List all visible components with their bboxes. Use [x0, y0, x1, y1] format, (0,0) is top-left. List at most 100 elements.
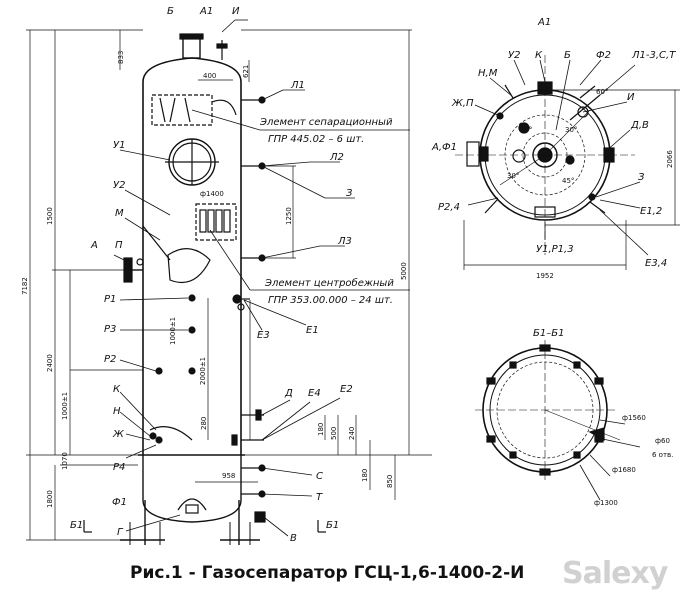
- centrifugal-elements: [195, 203, 237, 241]
- plan-label-k: К: [535, 50, 543, 61]
- dim-833: 833: [117, 51, 125, 64]
- plan-angle-30a: 30°: [520, 126, 532, 134]
- plan-label-y1p13: У1,Р1,3: [536, 244, 574, 255]
- plan-label-l13ct: Л1-3,С,Т: [631, 50, 676, 61]
- dimension-lines-left: [26, 29, 432, 541]
- section-d1300: ф1300: [594, 499, 618, 507]
- plan-label-e12: Е1,2: [640, 206, 662, 217]
- label-y2: У2: [113, 180, 125, 191]
- plan-angle-30b: 30°: [565, 126, 577, 134]
- instrument-points: [149, 294, 196, 444]
- dim-500: 500: [330, 427, 338, 440]
- label-b1-right: Б1: [326, 520, 339, 531]
- section-d1680: ф1680: [612, 466, 636, 474]
- section-d60: ф60: [655, 437, 670, 445]
- label-r2: Р2: [104, 354, 116, 365]
- plan-angle-45: 45°: [562, 177, 574, 185]
- dim-1952: 1952: [536, 272, 554, 280]
- dim-850: 850: [386, 475, 394, 488]
- label-m: М: [115, 208, 124, 219]
- label-f1: Ф1: [112, 497, 127, 508]
- section-title: Б1–Б1: [533, 328, 564, 339]
- plan-label-b: Б: [564, 50, 571, 61]
- label-g: Г: [117, 527, 124, 538]
- plan-label-y2: У2: [508, 50, 520, 61]
- label-l2: Л2: [329, 152, 344, 163]
- label-k: К: [113, 384, 121, 395]
- plan-angle-60: 60°: [596, 88, 608, 96]
- element-notes: Элемент сепарационный ГПР 445.02 – 6 шт.…: [259, 117, 394, 306]
- plan-label-a1: A1: [537, 17, 551, 28]
- dim-400: 400: [203, 72, 216, 80]
- dim-1400: ф1400: [200, 190, 224, 198]
- label-e3: Е3: [257, 330, 270, 341]
- dim-280: 280: [200, 417, 208, 430]
- label-l1: Л1: [290, 80, 305, 91]
- section-holes: 6 отв.: [652, 451, 673, 459]
- label-d: Д: [284, 388, 293, 399]
- nozzle-a-p: [123, 257, 144, 283]
- label-y1: У1: [113, 140, 125, 151]
- manhole-y1: [165, 138, 219, 186]
- plan-angle-30c: 30°: [507, 172, 519, 180]
- dim-621: 621: [242, 65, 250, 78]
- side-view-labels: Б A1 И Л1 Л2 Л3 З У1 У2 М А П Р1 Р3 Р2 К…: [70, 6, 353, 544]
- label-r1: Р1: [104, 294, 116, 305]
- label-r3: Р3: [104, 324, 116, 335]
- label-p: П: [115, 240, 123, 251]
- label-n: Н: [113, 406, 121, 417]
- label-v: В: [290, 533, 297, 544]
- label-r4: Р4: [113, 462, 125, 473]
- dim-1250: 1250: [285, 207, 293, 225]
- dim-2400: 2400: [46, 354, 54, 372]
- note-centr-element: Элемент центробежный: [264, 277, 394, 289]
- label-s: С: [316, 471, 323, 482]
- label-l3: Л3: [337, 236, 352, 247]
- section-view: [475, 340, 641, 501]
- label-e4: Е4: [308, 388, 321, 399]
- section-markers: [83, 520, 326, 533]
- separation-elements: [151, 94, 237, 126]
- figure-caption: Рис.1 - Газосепаратор ГСЦ-1,6-1400-2-И: [130, 563, 525, 583]
- plan-label-i: И: [627, 92, 635, 103]
- label-a: А: [90, 240, 98, 251]
- dimension-values: 833 400 621 7182 1500 ф1400 1250 5000 24…: [21, 51, 674, 508]
- plan-label-p24: Р2,4: [438, 202, 460, 213]
- label-i: И: [232, 6, 240, 17]
- dim-1500: 1500: [46, 207, 54, 225]
- dimension-lines-right: [195, 29, 412, 500]
- label-zh: Ж: [112, 429, 125, 440]
- watermark-logo: Salexy: [562, 556, 668, 591]
- section-d1560: ф1560: [622, 414, 646, 422]
- plan-label-af1: А,Ф1: [431, 142, 457, 153]
- dim-1000a: 1000±1: [61, 392, 69, 420]
- label-t: Т: [316, 492, 323, 503]
- plan-label-nm: Н,М: [478, 68, 498, 79]
- section-view-labels: Б1–Б1 ф1560 ф60 6 отв. ф1680 ф1300: [533, 328, 673, 507]
- plan-view: [455, 55, 680, 270]
- plan-label-e34: Е3,4: [645, 258, 667, 269]
- label-b: Б: [167, 6, 174, 17]
- dim-180b: 180: [361, 469, 369, 482]
- dim-1000b: 1000±1: [169, 317, 177, 345]
- leader-lines: [113, 19, 410, 537]
- label-z: З: [346, 188, 353, 199]
- dim-958: 958: [222, 472, 235, 480]
- note-sep-element-spec: ГПР 445.02 – 6 шт.: [268, 134, 364, 145]
- note-centr-element-spec: ГПР 353.00.000 – 24 шт.: [268, 295, 393, 306]
- dim-180: 180: [317, 423, 325, 436]
- side-nozzles: [231, 96, 266, 523]
- label-e2: Е2: [340, 384, 353, 395]
- dim-1070: 1070: [61, 452, 69, 470]
- label-a1: A1: [199, 6, 213, 17]
- dim-5000: 5000: [400, 262, 408, 280]
- plan-label-f2: Ф2: [596, 50, 611, 61]
- label-e1: Е1: [306, 325, 319, 336]
- dim-7182: 7182: [21, 277, 29, 295]
- dim-240: 240: [348, 427, 356, 440]
- plan-label-zhp: Ж,П: [451, 98, 474, 109]
- vessel-body: [120, 33, 260, 545]
- dim-2066: 2066: [666, 150, 674, 168]
- plan-label-z: З: [638, 172, 645, 183]
